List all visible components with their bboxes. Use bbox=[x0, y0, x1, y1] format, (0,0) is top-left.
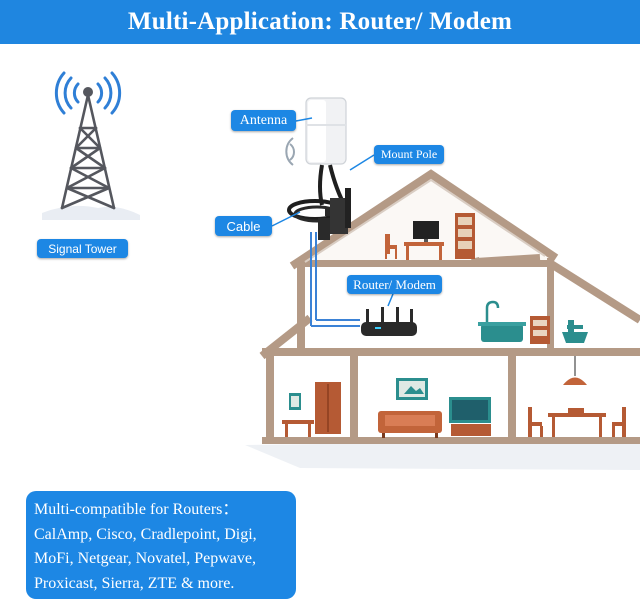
title-banner: Multi-Application: Router/ Modem bbox=[0, 0, 640, 44]
signal-tower-illustration bbox=[42, 71, 140, 220]
info-line: MoFi, Netgear, Novatel, Pepwave, bbox=[34, 550, 256, 567]
cable-label: Cable bbox=[215, 216, 272, 236]
mount-pole-label: Mount Pole bbox=[374, 145, 444, 164]
antenna-label: Antenna bbox=[231, 110, 296, 131]
ground-floor-left-furniture bbox=[282, 382, 341, 437]
attic-furniture bbox=[385, 213, 475, 260]
router-modem-device bbox=[361, 307, 417, 336]
dining-room-furniture bbox=[528, 356, 626, 437]
bathroom-furniture bbox=[478, 300, 588, 344]
cable-line bbox=[310, 232, 360, 327]
living-room-furniture bbox=[378, 378, 491, 438]
antenna-assembly bbox=[285, 97, 351, 240]
label-leader-lines bbox=[271, 117, 394, 307]
page-title: Multi-Application: Router/ Modem bbox=[127, 8, 513, 35]
signal-tower-label: Signal Tower bbox=[37, 239, 128, 258]
antenna-signal-icon bbox=[285, 137, 295, 166]
signal-waves-icon bbox=[54, 71, 122, 115]
router-modem-label: Router/ Modem bbox=[347, 275, 442, 294]
info-line: Proxicast, Sierra, ZTE & more. bbox=[34, 574, 235, 592]
info-line: Multi-compatible for Routers： bbox=[34, 501, 239, 518]
info-line: CalAmp, Cisco, Cradlepoint, Digi, bbox=[34, 525, 257, 543]
house-illustration bbox=[245, 169, 640, 470]
compatibility-info-box: Multi-compatible for Routers： CalAmp, Ci… bbox=[26, 491, 296, 599]
